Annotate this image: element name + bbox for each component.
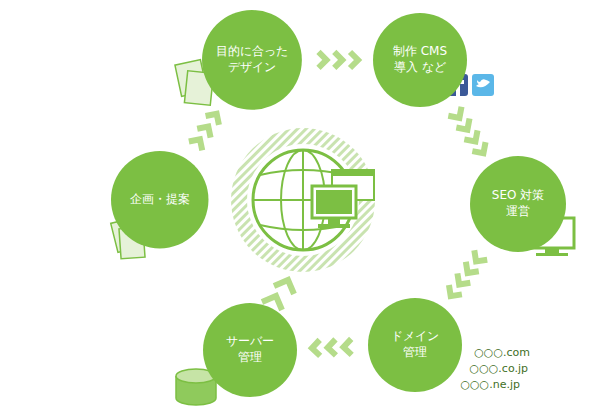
chevron: [318, 52, 326, 68]
chevron: [448, 107, 461, 118]
step-label: サーバー 管理: [222, 334, 278, 365]
step-label: 企画・提案: [119, 192, 201, 208]
step-circle: 企画・提案: [111, 151, 208, 248]
domain-name: ○○○.com: [474, 346, 530, 360]
step-circle: SEO 対策 運営: [470, 156, 566, 252]
chevron: [457, 273, 470, 284]
monitor-icon: [312, 170, 374, 228]
chevron-arrow: [312, 339, 352, 356]
domain-name: ○○○.co.jp: [470, 362, 528, 376]
step-label: 目的に合った デザイン: [212, 44, 292, 75]
chevron: [206, 114, 219, 125]
chevron: [312, 340, 320, 356]
chevron: [328, 339, 336, 355]
chevron: [474, 250, 487, 261]
step-circle: サーバー 管理: [203, 303, 297, 397]
chevron: [334, 52, 342, 68]
circle-fill: [203, 303, 297, 397]
chevron: [343, 339, 351, 355]
chevron: [197, 126, 210, 137]
circle-fill: [111, 151, 208, 248]
globe: [231, 128, 375, 272]
chevron: [472, 142, 485, 153]
chevron: [189, 139, 202, 150]
circle-fill: [368, 298, 462, 392]
circle-fill: [470, 156, 566, 252]
step-circle: 制作 CMS 導入 など: [373, 13, 467, 107]
step-circle: ドメイン 管理: [368, 298, 462, 392]
circle-fill: [373, 13, 467, 107]
chevron-arrow: [448, 107, 485, 153]
circle-fill: [202, 10, 302, 110]
chevron: [466, 262, 479, 273]
chevron-arrow: [189, 114, 219, 151]
step-circle: 目的に合った デザイン: [202, 10, 302, 110]
chevron: [350, 52, 358, 68]
chevron: [449, 285, 462, 296]
chevron: [456, 119, 469, 130]
chevron-arrow: [449, 250, 487, 296]
step-label: ドメイン 管理: [387, 329, 443, 360]
step-label: SEO 対策 運営: [487, 188, 549, 219]
chevron-arrow: [318, 52, 358, 68]
chevron: [464, 130, 477, 141]
domain-name: ○○○.ne.jp: [460, 378, 520, 392]
step-label: 制作 CMS 導入 など: [390, 44, 450, 75]
chevron-arrow: [262, 280, 294, 310]
